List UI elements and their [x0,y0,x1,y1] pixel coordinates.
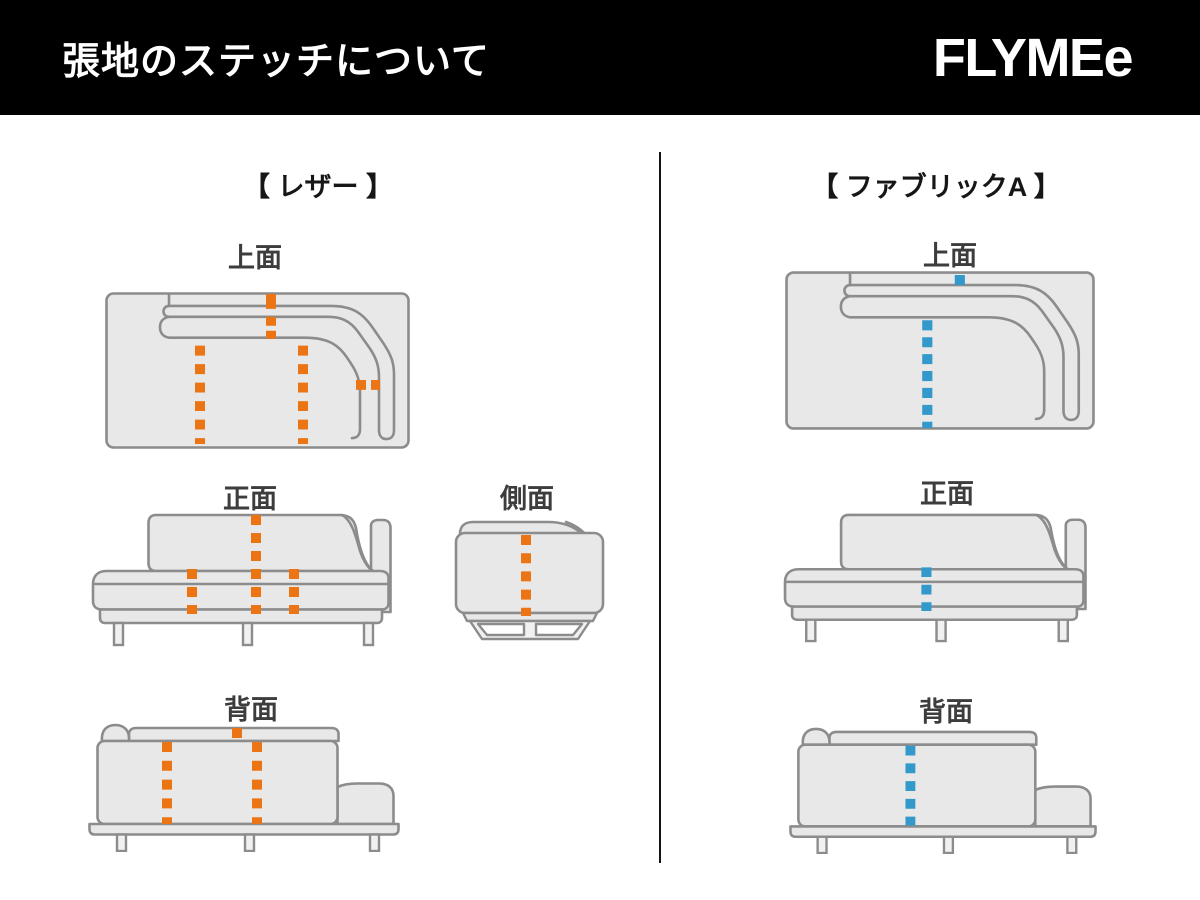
sofa-front-view-leather-drawing [90,513,393,647]
fabric-stitch-lines [922,275,965,428]
view-label-fabric-top: 上面 [923,241,977,271]
sofa-side-view-leather-drawing [450,517,610,642]
leather-stitch-lines [162,728,262,824]
view-label-leather-top: 上面 [228,243,282,273]
sofa-top-view-leather-drawing [105,292,410,449]
sofa-back-view-leather-drawing [88,722,400,852]
section-heading-leather: 【 レザー 】 [242,172,393,202]
leather-stitch-lines [187,515,299,614]
header-bar: 張地のステッチについて FLYMEe [0,0,1200,115]
brand-logo: FLYMEe [932,27,1134,88]
leather-stitch-lines [195,293,380,445]
page-title: 張地のステッチについて [62,41,490,83]
view-label-leather-front: 正面 [223,484,277,514]
column-divider [659,152,661,863]
view-label-fabric-back: 背面 [919,697,973,727]
section-heading-fabric-a: 【 ファブリックA 】 [811,172,1061,202]
sofa-back-view-fabric-drawing [789,726,1097,854]
sofa-front-view-fabric-drawing [782,513,1088,643]
sofa-top-view-fabric-drawing [785,271,1095,430]
view-label-fabric-front: 正面 [920,479,974,509]
view-label-leather-back: 背面 [224,695,278,725]
view-label-leather-side: 側面 [500,484,554,514]
